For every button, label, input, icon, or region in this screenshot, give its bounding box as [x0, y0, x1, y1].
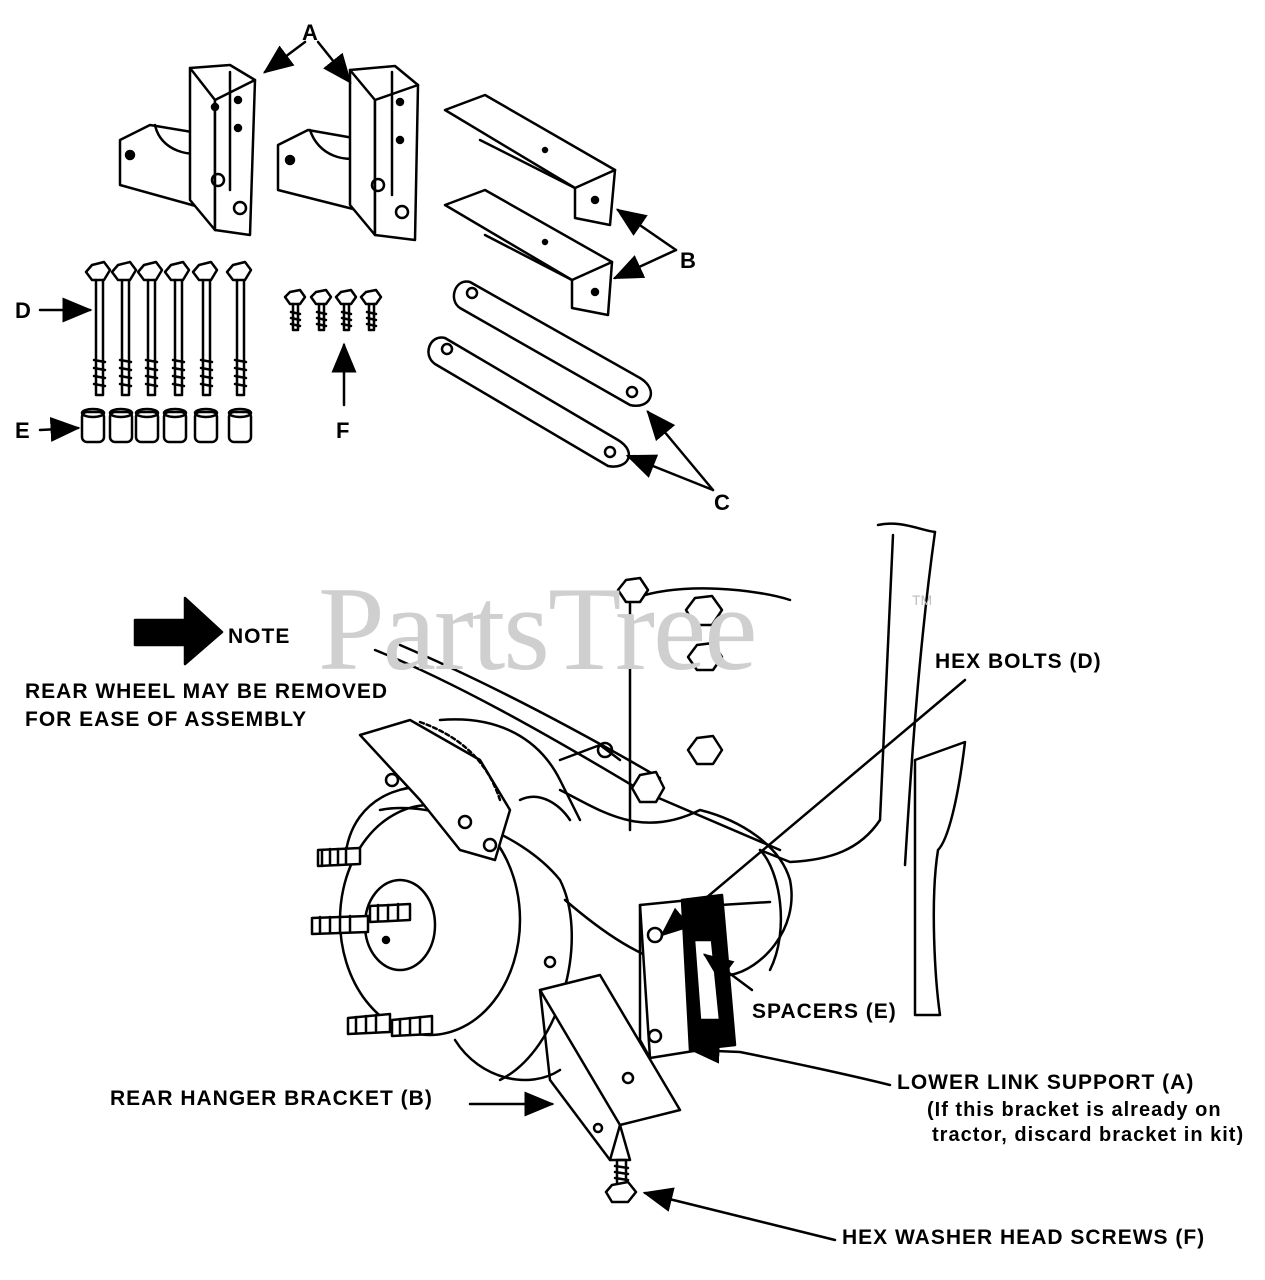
note-arrow-icon — [133, 596, 224, 666]
label-f: F — [336, 418, 351, 443]
callout-hex-bolts: HEX BOLTS (D) — [935, 650, 1102, 673]
label-d: D — [15, 298, 32, 323]
assembly-view — [310, 522, 967, 1242]
part-b-bracket-lower — [443, 188, 614, 317]
callout-lower-link-note-2: tractor, discard bracket in kit) — [932, 1124, 1245, 1146]
callout-hex-washer-head-screws: HEX WASHER HEAD SCREWS (F) — [842, 1226, 1206, 1249]
label-b: B — [680, 248, 697, 273]
part-c-link-lower — [427, 336, 630, 468]
part-b-bracket-upper — [443, 93, 617, 227]
callout-rear-hanger-bracket: REAR HANGER BRACKET (B) — [110, 1087, 433, 1110]
label-c: C — [714, 490, 731, 515]
part-a-bracket-right — [276, 64, 420, 242]
note-line-1: REAR WHEEL MAY BE REMOVED — [25, 680, 388, 703]
part-c-link-upper — [452, 280, 652, 408]
part-f-screws — [283, 288, 383, 332]
watermark-trademark: TM — [912, 592, 933, 608]
part-d-bolts — [84, 260, 253, 397]
callout-spacers: SPACERS (E) — [752, 1000, 897, 1023]
callout-lower-link-note-1: (If this bracket is already on — [927, 1099, 1222, 1121]
note-line-2: FOR EASE OF ASSEMBLY — [25, 708, 308, 731]
label-e: E — [15, 418, 31, 443]
part-a-bracket-left — [118, 63, 257, 237]
watermark-text: PartsTree — [318, 562, 758, 695]
note-label: NOTE — [228, 625, 291, 648]
label-a: A — [302, 20, 319, 45]
part-e-spacers — [80, 407, 253, 444]
callout-lower-link-support: LOWER LINK SUPPORT (A) — [897, 1071, 1195, 1094]
